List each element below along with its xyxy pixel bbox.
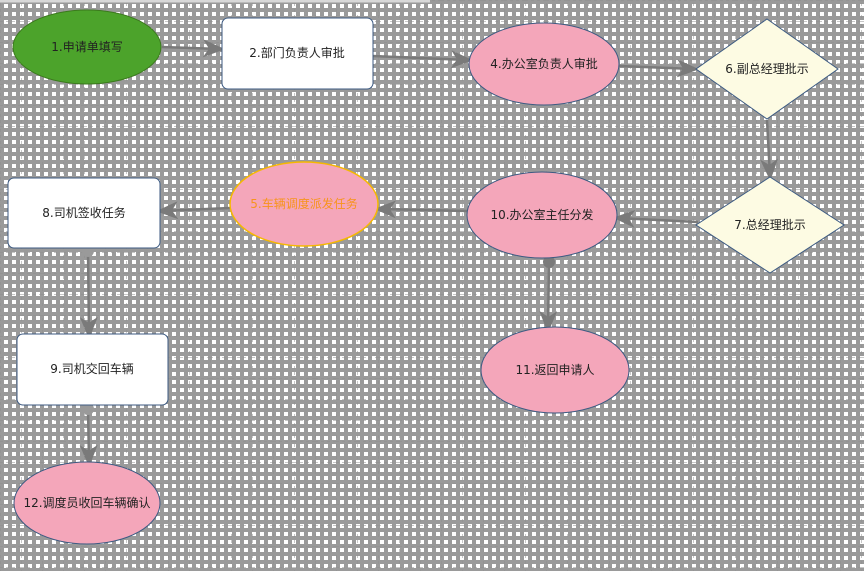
node-6[interactable]: 6.副总经理批示 (695, 18, 839, 120)
arrow-10-to-11 (539, 261, 558, 333)
arrow-4-to-6 (618, 59, 699, 78)
node-4[interactable]: 4.办公室负责人审批 (468, 22, 620, 106)
arrow-6-to-7 (760, 119, 779, 181)
arrow-7-to-10 (613, 209, 699, 228)
node-7[interactable]: 7.总经理批示 (695, 176, 845, 274)
node-9-label: 9.司机交回车辆 (50, 361, 133, 376)
node-8-label: 8.司机签收任务 (42, 205, 125, 220)
node-9[interactable]: 9.司机交回车辆 (16, 333, 169, 406)
connector-dot-10 (543, 256, 555, 268)
node-12[interactable]: 12.调度员收回车辆确认 (13, 461, 161, 545)
node-7-label: 7.总经理批示 (734, 217, 805, 232)
node-5-label: 5.车辆调度派发任务 (250, 196, 357, 211)
arrow-9-to-12 (79, 407, 98, 467)
connector-dot-9 (82, 403, 94, 415)
node-2-label: 2.部门负责人审批 (249, 45, 344, 60)
arrow-1-to-2 (161, 39, 225, 58)
node-4-label: 4.办公室负责人审批 (490, 56, 597, 71)
node-10-label: 10.办公室主任分发 (490, 207, 593, 222)
node-11-label: 11.返回申请人 (515, 363, 594, 377)
node-6-label: 6.副总经理批示 (725, 61, 808, 76)
arrow-8-to-9 (79, 250, 98, 339)
node-1-label: 1.申请单填写 (51, 40, 122, 54)
node-11[interactable]: 11.返回申请人 (480, 326, 630, 414)
node-8[interactable]: 8.司机签收任务 (7, 177, 161, 249)
node-5[interactable]: 5.车辆调度派发任务 (229, 161, 379, 247)
node-1[interactable]: 1.申请单填写 (12, 9, 162, 85)
arrow-5-to-8 (156, 201, 231, 220)
connectors (79, 39, 779, 467)
arrow-10-to-5 (374, 200, 468, 219)
node-10[interactable]: 10.办公室主任分发 (466, 171, 618, 259)
node-12-label: 12.调度员收回车辆确认 (23, 495, 150, 510)
arrow-2-to-4 (372, 50, 473, 69)
node-2[interactable]: 2.部门负责人审批 (221, 17, 374, 90)
